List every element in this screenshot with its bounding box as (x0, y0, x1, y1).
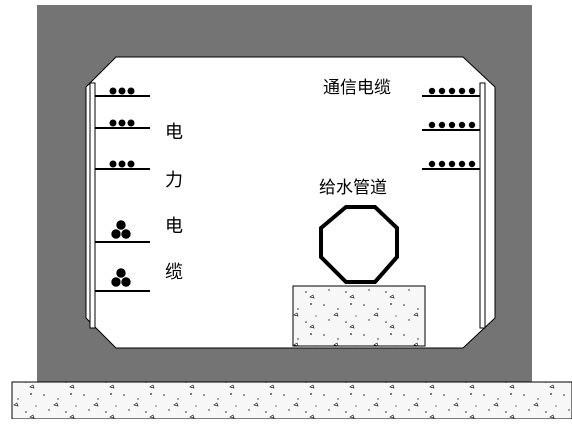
power-cable-char-3: 电 (165, 216, 183, 237)
comm-cable-row-2 (428, 121, 476, 129)
comm-cable-row-3 (428, 160, 476, 168)
power-cable-bundle-4 (110, 219, 132, 240)
power-cable-bundle-5 (110, 267, 132, 288)
tunnel-interior (85, 56, 496, 349)
power-cable-row-3 (109, 160, 135, 168)
comm-cable-row-1 (428, 87, 476, 95)
water-pipe-label: 给水管道 (319, 178, 387, 198)
power-cable-row-1 (109, 87, 135, 95)
comm-cable-label: 通信电缆 (323, 78, 391, 98)
power-cable-char-2: 力 (165, 170, 183, 191)
right-support-rail (479, 82, 486, 329)
pipe-support-base (292, 285, 426, 347)
power-cable-char-4: 缆 (165, 262, 183, 283)
power-cable-char-1: 电 (165, 122, 183, 143)
ground-base (11, 381, 572, 420)
water-pipe (319, 205, 399, 284)
left-support-rail (89, 82, 96, 329)
power-cable-row-2 (109, 119, 135, 127)
